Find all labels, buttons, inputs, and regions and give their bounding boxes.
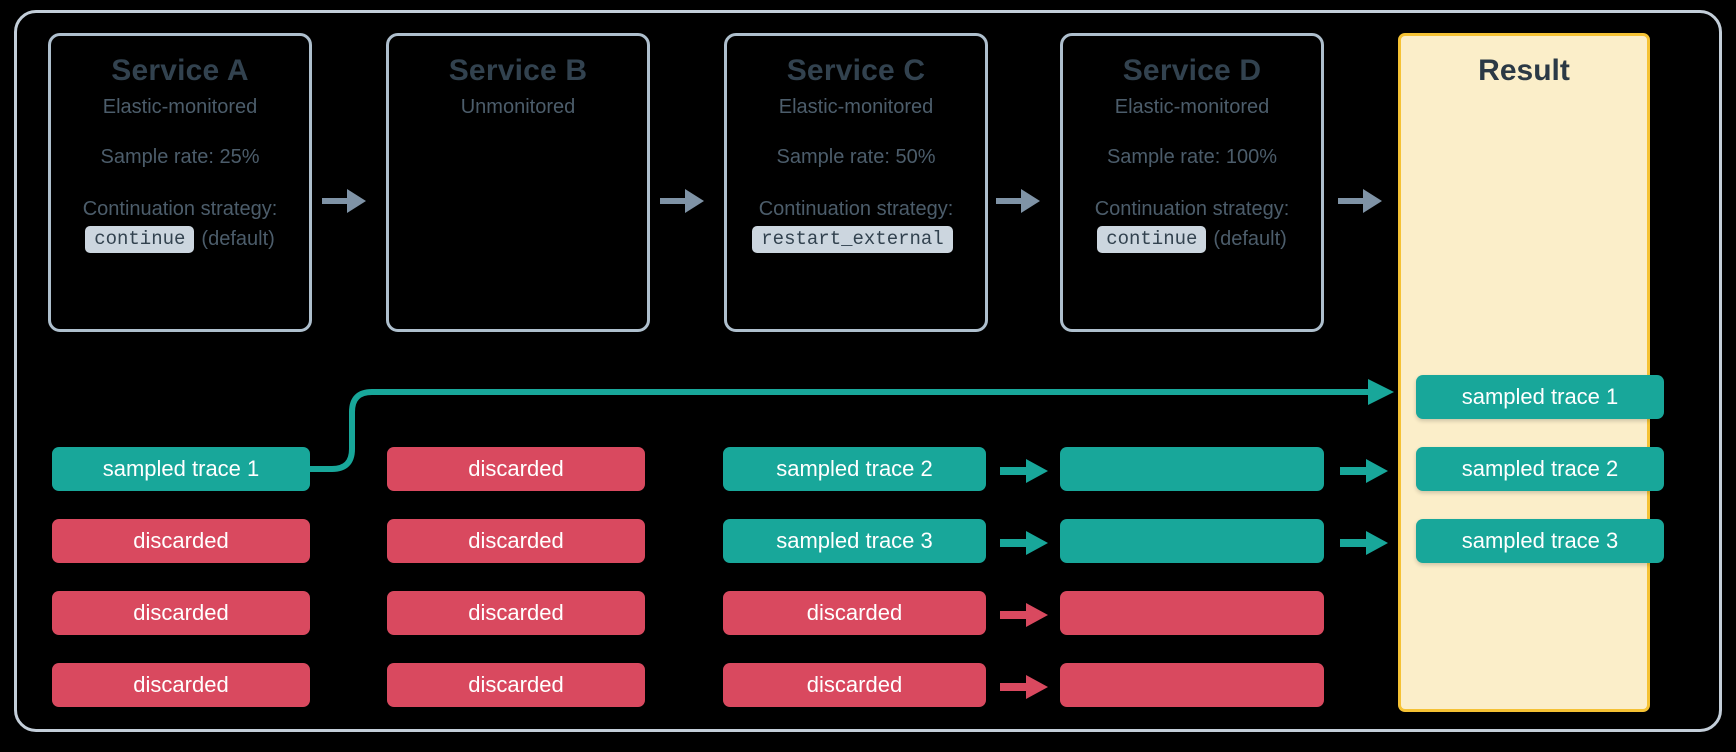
trace-pill-b-1: discarded [387, 447, 645, 491]
trace-pill-c-4: discarded [723, 663, 986, 707]
service-d-strategy-row: continue (default) [1097, 226, 1287, 254]
service-a-strategy-note: (default) [201, 228, 275, 251]
trace-pill-a-4: discarded [52, 663, 310, 707]
trace-pill-d-2 [1060, 519, 1324, 563]
service-box-d: Service D Elastic-monitored Sample rate:… [1060, 33, 1324, 332]
trace-pill-b-3: discarded [387, 591, 645, 635]
service-box-a: Service A Elastic-monitored Sample rate:… [48, 33, 312, 332]
connector-arrow-d1-to-result2 [1340, 459, 1388, 483]
trace-pill-b-2: discarded [387, 519, 645, 563]
service-c-title: Service C [786, 54, 926, 87]
service-d-strategy-note: (default) [1213, 228, 1287, 251]
result-panel [1398, 33, 1650, 712]
service-a-monitoring: Elastic-monitored [102, 95, 258, 118]
trace-pill-d-4 [1060, 663, 1324, 707]
trace-pill-a-3: discarded [52, 591, 310, 635]
service-b-title: Service B [448, 54, 588, 87]
trace-pill-a-2: discarded [52, 519, 310, 563]
trace-pill-c-1: sampled trace 2 [723, 447, 986, 491]
service-d-title: Service D [1122, 54, 1262, 87]
service-c-monitoring: Elastic-monitored [778, 95, 934, 118]
service-a-title: Service A [111, 54, 249, 87]
trace-pill-c-2: sampled trace 3 [723, 519, 986, 563]
flow-arrow-c-to-d [996, 189, 1040, 213]
result-pill-3: sampled trace 3 [1416, 519, 1664, 563]
connector-arrow-c2-to-d2 [1000, 531, 1048, 555]
service-c-strategy-value: restart_external [752, 226, 953, 254]
service-box-c: Service C Elastic-monitored Sample rate:… [724, 33, 988, 332]
service-d-strategy-value: continue [1097, 226, 1207, 254]
service-d-sample-rate: Sample rate: 100% [1106, 145, 1278, 168]
service-d-strategy-label: Continuation strategy: [1094, 197, 1290, 220]
service-c-sample-rate: Sample rate: 50% [776, 145, 936, 168]
outer-frame [14, 10, 1722, 732]
service-c-strategy-row: restart_external [752, 226, 959, 254]
connector-arrow-c1-to-d1 [1000, 459, 1048, 483]
service-a-sample-rate: Sample rate: 25% [100, 145, 260, 168]
trace-pill-d-3 [1060, 591, 1324, 635]
connector-arrow-c3-to-d3 [1000, 603, 1048, 627]
flow-arrow-a-to-b [322, 189, 366, 213]
flow-arrow-b-to-c [660, 189, 704, 213]
connector-arrow-d2-to-result3 [1340, 531, 1388, 555]
connector-arrow-c4-to-d4 [1000, 675, 1048, 699]
service-d-monitoring: Elastic-monitored [1114, 95, 1270, 118]
result-pill-1: sampled trace 1 [1416, 375, 1664, 419]
service-a-strategy-value: continue [85, 226, 195, 254]
flow-arrow-d-to-result [1338, 189, 1382, 213]
service-a-strategy-label: Continuation strategy: [82, 197, 278, 220]
trace-pill-c-3: discarded [723, 591, 986, 635]
result-title: Result [1478, 54, 1570, 87]
service-b-monitoring: Unmonitored [460, 95, 576, 118]
trace-pill-d-1 [1060, 447, 1324, 491]
service-c-strategy-label: Continuation strategy: [758, 197, 954, 220]
result-pill-2: sampled trace 2 [1416, 447, 1664, 491]
trace-pill-a-1: sampled trace 1 [52, 447, 310, 491]
trace-pill-b-4: discarded [387, 663, 645, 707]
service-a-strategy-row: continue (default) [85, 226, 275, 254]
service-box-b: Service B Unmonitored [386, 33, 650, 332]
